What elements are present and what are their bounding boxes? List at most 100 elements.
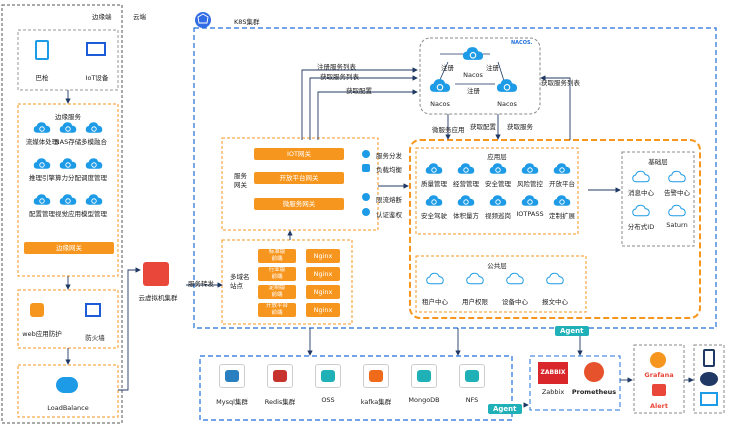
app-service-label: 安全驾驶 [421, 212, 447, 220]
balance-icon [362, 164, 370, 172]
nacos-cluster-box [419, 37, 541, 115]
frontend-button[interactable]: 开放平台 前端 [258, 303, 296, 317]
app-layer-title: 应用层 [487, 153, 507, 161]
nacos-label: Nacos [430, 100, 450, 108]
notify-box [693, 344, 725, 414]
service-cloud-icon [457, 162, 475, 175]
register-label: 注册 [486, 64, 499, 72]
open-platform-gateway-button[interactable]: 开放平台网关 [254, 172, 344, 184]
firewall-icon [85, 303, 101, 317]
service-cloud-icon [425, 162, 443, 175]
auth-icon [362, 208, 370, 216]
storage-icon [363, 364, 389, 388]
service-cloud-icon [85, 193, 103, 206]
frontend-button[interactable]: 标准版 前端 [258, 249, 296, 263]
nginx-button[interactable]: Nginx [306, 303, 340, 317]
nginx-button[interactable]: Nginx [306, 285, 340, 299]
alert-icon [652, 384, 666, 396]
service-cloud-icon [546, 272, 564, 285]
edge-service-label: 调度管理 [81, 174, 107, 182]
lb-box [17, 364, 119, 418]
scanner-gun-icon [35, 40, 49, 60]
nginx-button[interactable]: Nginx [306, 249, 340, 263]
monitor-icon [86, 42, 106, 56]
service-cloud-icon [521, 162, 539, 175]
nginx-button[interactable]: Nginx [306, 267, 340, 281]
base-service-label: 分布式ID [627, 223, 655, 231]
service-cloud-icon [668, 170, 686, 183]
device-label: IoT设备 [85, 74, 109, 82]
zabbix-label: Zabbix [541, 388, 565, 396]
app-service-label: 定制扩展 [549, 212, 575, 220]
grafana-icon [650, 352, 666, 368]
nacos-label: Nacos [497, 100, 517, 108]
app-service-label: 开放平台 [549, 180, 575, 188]
storage-label: NFS [465, 396, 479, 404]
microservice-box [409, 139, 701, 319]
edge-service-label: 模型管理 [81, 210, 107, 218]
agent-tag: Agent [555, 326, 589, 336]
service-cloud-icon [59, 157, 77, 170]
storage-icon [459, 364, 485, 388]
service-cloud-icon [59, 121, 77, 134]
k8s-region [193, 27, 717, 329]
microservice-gateway-button[interactable]: 微服务网关 [254, 198, 344, 210]
service-cloud-icon [33, 193, 51, 206]
edge-service-label: 视觉应用 [55, 210, 81, 218]
monitor-box [529, 355, 621, 411]
edge-label: 获取服务列表 [320, 73, 359, 81]
base-service-label: 告警中心 [664, 189, 690, 197]
app-service-label: 安全管理 [485, 180, 511, 188]
edge-service-label: 配置管理 [29, 210, 55, 218]
storage-label: Redis集群 [264, 398, 296, 406]
app-service-label: 经营管理 [453, 180, 479, 188]
prometheus-icon [584, 362, 604, 382]
feature-label: 负载均衡 [376, 166, 402, 174]
edge-title: 边缘端 [92, 13, 112, 21]
storage-icon [267, 364, 293, 388]
service-gateway-title: 服务 网关 [234, 172, 247, 189]
iot-gateway-button[interactable]: IOT网关 [254, 148, 344, 160]
vm-cluster-icon [143, 262, 169, 286]
circuit-breaker-icon [362, 193, 370, 201]
frontend-button[interactable]: 行业版 前端 [258, 267, 296, 281]
service-cloud-icon [85, 121, 103, 134]
edge-gateway-button[interactable]: 边缘网关 [24, 242, 114, 254]
register-label: 注册 [467, 87, 480, 95]
feature-label: 认证鉴权 [376, 211, 402, 219]
service-cloud-icon [632, 170, 650, 183]
alert-label: Alert [650, 402, 668, 410]
service-cloud-icon [85, 157, 103, 170]
service-cloud-icon [33, 121, 51, 134]
service-cloud-icon [506, 272, 524, 285]
forward-label: 服务转发 [188, 280, 214, 288]
grafana-label: Grafana [644, 371, 674, 379]
public-service-label: 租户中心 [422, 298, 448, 306]
frontend-button[interactable]: 定制版 前端 [258, 285, 296, 299]
service-cloud-icon [489, 194, 507, 207]
service-cloud-icon [521, 194, 539, 207]
agent-tag: Agent [488, 404, 522, 414]
app-service-label: 质量管理 [421, 180, 447, 188]
service-cloud-icon [489, 162, 507, 175]
edge-services-title: 边缘服务 [55, 113, 81, 121]
service-cloud-icon [426, 272, 444, 285]
edge-service-label: 算力分配 [55, 174, 81, 182]
multidomain-box [221, 239, 353, 325]
service-cloud-icon [59, 193, 77, 206]
storage-icon [411, 364, 437, 388]
nacos-label: Nacos [463, 71, 483, 79]
public-layer-box [415, 255, 587, 313]
grafana-box [633, 344, 685, 414]
public-service-label: 报文中心 [542, 298, 568, 306]
edge-label: 获取配置 [470, 123, 496, 131]
lb-label: LoadBalance [47, 404, 89, 412]
chat-icon [700, 372, 718, 386]
edge-label: 注册服务列表 [317, 63, 356, 71]
edge-service-label: 多模融合 [81, 138, 107, 146]
app-service-label: 风险管控 [517, 180, 543, 188]
edge-label: 微服务应用 [432, 126, 465, 134]
vm-cluster-label: 云虚拟机集群 [138, 294, 178, 302]
storage-box [199, 355, 513, 421]
